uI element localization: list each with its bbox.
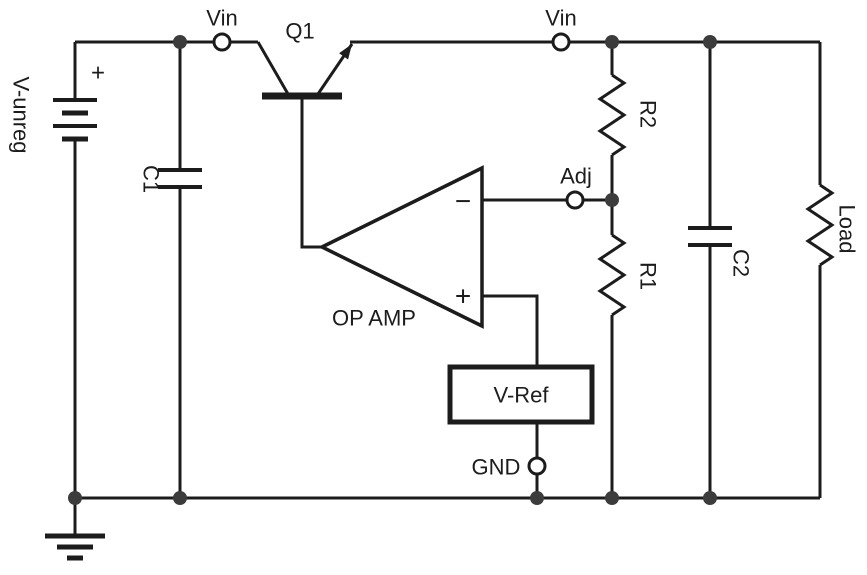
junction-dot-gnd-bottom [530,491,544,505]
wire-base-to-opamp [300,96,322,249]
vref-box [447,364,595,425]
label-battery-plus: + [91,60,105,87]
label-q1: Q1 [285,19,314,44]
label-opamp-minus: − [455,186,471,217]
junction-dot-r1-bottom [605,491,619,505]
terminal-vin-left [212,32,232,52]
resistor-r2-zigzag [597,73,627,157]
capacitor-c2 [688,226,732,247]
junction-dot-c2-bottom [703,491,717,505]
transistor-q1 [256,41,354,100]
junction-dot-ground [68,491,82,505]
label-opamp-plus: + [455,281,471,312]
battery-symbol [53,98,97,142]
label-v-unreg: V-unreg [9,76,34,153]
ground-icon [45,533,105,561]
junction-dot-c2-top [703,35,717,49]
wire-noninverting-input [482,294,539,367]
label-adj: Adj [560,164,592,189]
label-vin-left: Vin [206,6,237,31]
terminal-gnd [527,456,547,476]
junction-dot-r2-top [605,35,619,49]
q1-emitter-arrow-icon [339,44,352,60]
resistor-load-zigzag [805,183,835,267]
label-load: Load [835,205,860,254]
label-r1: R1 [636,262,661,290]
opamp-triangle [318,165,484,329]
label-opamp: OP AMP [332,306,416,331]
label-c1: C1 [139,165,164,193]
capacitor-c1 [158,168,202,189]
junction-dot-c1-bottom [173,491,187,505]
label-c2: C2 [729,249,754,277]
label-vref: V-Ref [493,383,549,408]
junction-dot-c1-top [173,35,187,49]
resistor-r1-zigzag [597,233,627,317]
junction-dot-adj [605,193,619,207]
label-r2: R2 [636,100,661,128]
q1-collector [256,41,290,95]
label-gnd: GND [472,455,521,480]
label-vin-right: Vin [545,6,576,31]
terminal-vin-right [551,32,571,52]
terminal-adj [565,190,585,210]
